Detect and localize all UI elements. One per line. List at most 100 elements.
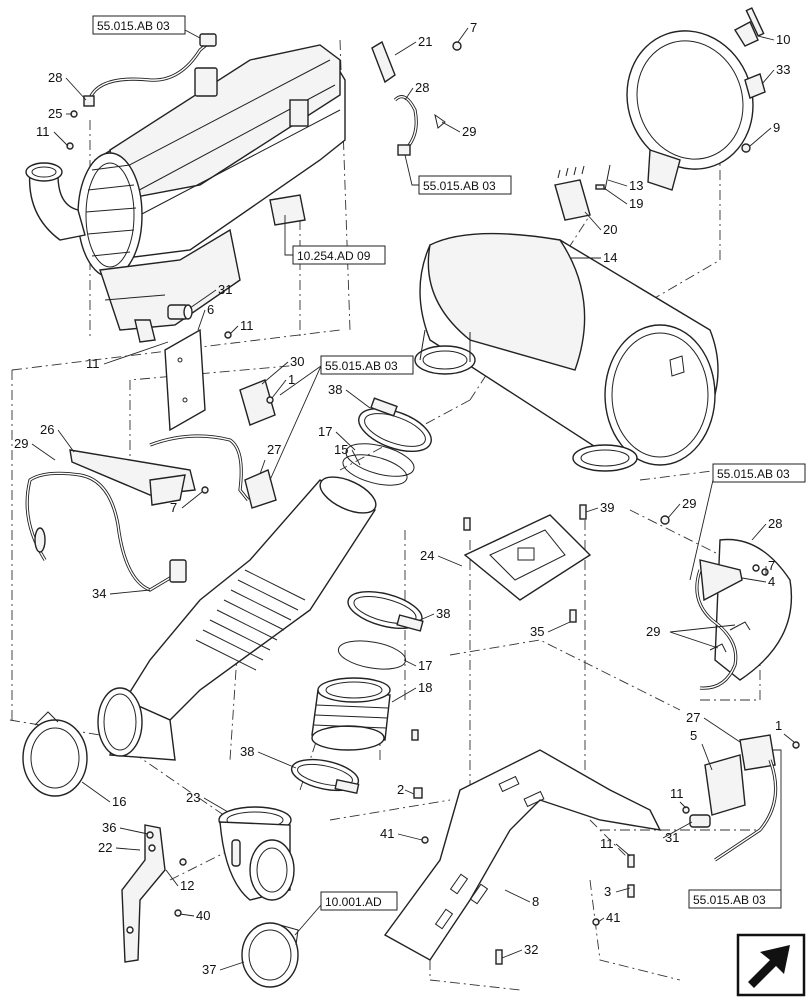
callout-23: 23 <box>186 790 200 805</box>
callout-29: 29 <box>462 124 476 139</box>
reference-box-mid: 55.015.AB 03 <box>269 355 414 481</box>
callout-20: 20 <box>603 222 617 237</box>
plate-6 <box>164 328 206 432</box>
callout-19: 19 <box>629 196 643 211</box>
callout-11: 11 <box>86 356 100 371</box>
callout-10: 10 <box>776 32 790 47</box>
callout-4: 4 <box>768 574 775 589</box>
gasket-17-mid <box>337 640 407 670</box>
callout-18: 18 <box>418 680 432 695</box>
reference-label: 55.015.AB 03 <box>693 893 766 907</box>
callout-13: 13 <box>629 178 643 193</box>
elbow-23 <box>218 806 295 901</box>
callout-31: 31 <box>665 830 679 845</box>
reference-label: 10.001.AD <box>325 895 382 909</box>
callouts: 7 21 28 28 25 29 11 10 33 9 13 19 20 14 … <box>14 20 795 977</box>
reference-box-top-left: 55.015.AB 03 <box>92 15 201 39</box>
clamp-16 <box>22 711 88 797</box>
callout-31: 31 <box>218 282 232 297</box>
callout-30: 30 <box>290 354 304 369</box>
callout-15: 15 <box>334 442 348 457</box>
callout-29: 29 <box>682 496 696 511</box>
callout-22: 22 <box>98 840 112 855</box>
callout-39: 39 <box>600 500 614 515</box>
callout-11: 11 <box>240 318 254 333</box>
sensor-module-20 <box>554 164 611 221</box>
callout-41: 41 <box>380 826 394 841</box>
callout-2: 2 <box>397 782 404 797</box>
bracket-24 <box>463 514 592 601</box>
clamp-38-low <box>290 758 360 795</box>
sensor-30 <box>239 379 277 509</box>
callout-29: 29 <box>14 436 28 451</box>
callout-9: 9 <box>773 120 780 135</box>
small-bolts-top <box>66 41 751 153</box>
callout-1: 1 <box>288 372 295 387</box>
callout-17: 17 <box>418 658 432 673</box>
navigation-arrow-icon[interactable] <box>736 933 806 997</box>
flex-pipe <box>97 476 377 761</box>
gasket-17-top <box>345 443 415 477</box>
muffler-14 <box>414 232 719 472</box>
callout-11: 11 <box>36 124 50 139</box>
reference-label: 55.015.AB 03 <box>423 179 496 193</box>
callout-16: 16 <box>112 794 126 809</box>
callout-6: 6 <box>207 302 214 317</box>
callout-25: 25 <box>48 106 62 121</box>
reference-label: 55.015.AB 03 <box>717 467 790 481</box>
callout-41: 41 <box>606 910 620 925</box>
callout-12: 12 <box>180 878 194 893</box>
callout-14: 14 <box>603 250 617 265</box>
clamp-37 <box>241 922 299 988</box>
reference-box-top-center: 55.015.AB 03 <box>404 154 512 195</box>
callout-27: 27 <box>686 710 700 725</box>
callout-7: 7 <box>470 20 477 35</box>
wire-harness-28-right <box>695 569 751 690</box>
callout-21: 21 <box>418 34 432 49</box>
muffler-strap <box>626 7 766 191</box>
bracket-21 <box>371 40 446 156</box>
callout-37: 37 <box>202 962 216 977</box>
callout-28: 28 <box>415 80 429 95</box>
reference-box-bottom: 10.001.AD <box>294 891 398 936</box>
callout-7: 7 <box>768 558 775 573</box>
callout-27: 27 <box>267 442 281 457</box>
callout-28: 28 <box>768 516 782 531</box>
reference-label: 55.015.AB 03 <box>325 359 398 373</box>
doc-housing <box>25 44 346 343</box>
bracket-22 <box>121 824 166 963</box>
frame-8 <box>383 749 662 961</box>
callout-5: 5 <box>690 728 697 743</box>
clamp-38-mid <box>347 590 424 632</box>
sensor-module-5 <box>689 734 778 862</box>
callout-1: 1 <box>775 718 782 733</box>
callout-34: 34 <box>92 586 106 601</box>
callout-32: 32 <box>524 942 538 957</box>
bracket-4-right <box>699 538 793 681</box>
bellows-18 <box>311 677 391 751</box>
callout-40: 40 <box>196 908 210 923</box>
callout-11: 11 <box>600 836 614 851</box>
reference-label: 55.015.AB 03 <box>97 19 170 33</box>
callout-8: 8 <box>532 894 539 909</box>
callout-11: 11 <box>670 786 684 801</box>
callout-33: 33 <box>776 62 790 77</box>
reference-box-right-top: 55.015.AB 03 <box>689 463 806 581</box>
callout-35: 35 <box>530 624 544 639</box>
callout-7: 7 <box>170 500 177 515</box>
callout-38: 38 <box>240 744 254 759</box>
reference-label: 10.254.AD 09 <box>297 249 371 263</box>
wire-harness-28-top <box>83 33 217 107</box>
clamp-38-top <box>358 397 432 453</box>
callout-17: 17 <box>318 424 332 439</box>
bracket-26 <box>69 449 196 506</box>
callout-28: 28 <box>48 70 62 85</box>
callout-38: 38 <box>436 606 450 621</box>
wire-harness-34 <box>25 434 250 592</box>
callout-38: 38 <box>328 382 342 397</box>
callout-3: 3 <box>604 884 611 899</box>
seal-15 <box>342 454 408 486</box>
callout-36: 36 <box>102 820 116 835</box>
